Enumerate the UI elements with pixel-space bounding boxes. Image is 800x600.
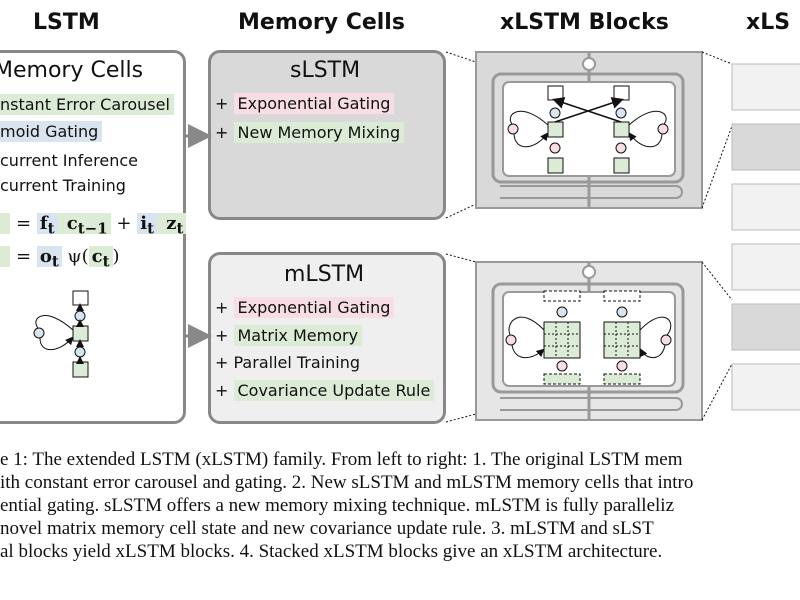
lstm-feature-inference: current Inference — [0, 151, 138, 170]
mlstm-feature-exp-gating: + Exponential Gating — [215, 297, 395, 318]
lstm-box-title: Memory Cells — [0, 58, 144, 83]
header-xlstm-blocks: xLSTM Blocks — [500, 10, 669, 35]
header-memory-cells: Memory Cells — [238, 10, 405, 35]
mlstm-feature-covariance-rule: + Covariance Update Rule — [215, 380, 435, 401]
xlstm-architecture-stack — [701, 51, 800, 421]
caption-line: novel matrix memory cell state and new c… — [0, 518, 654, 539]
diagram-graphics — [33, 51, 800, 423]
lstm-equation-hidden: = ot ψ(ct) — [0, 246, 120, 271]
mlstm-feature-matrix-memory: + Matrix Memory — [215, 325, 363, 346]
slstm-block — [475, 51, 703, 209]
header-xlstm-architecture: xLS — [746, 10, 791, 35]
lstm-cell-diagram — [33, 290, 89, 378]
caption-line: ith constant error carousel and gating. … — [0, 472, 694, 493]
slstm-feature-exp-gating: + Exponential Gating — [215, 93, 395, 114]
lstm-equation-cell-update: = ft ct−1 + it zt — [0, 213, 187, 238]
lstm-feature-cec: nstant Error Carousel — [0, 94, 174, 115]
mlstm-block — [475, 261, 703, 421]
lstm-feature-training: current Training — [0, 176, 126, 195]
caption-line: e 1: The extended LSTM (xLSTM) family. F… — [0, 449, 683, 470]
mlstm-feature-parallel-training: + Parallel Training — [215, 353, 361, 372]
slstm-feature-memory-mixing: + New Memory Mixing — [215, 122, 405, 143]
mlstm-title: mLSTM — [284, 262, 365, 287]
lstm-feature-sigmoid: moid Gating — [0, 121, 103, 142]
caption-line: al blocks yield xLSTM blocks. 4. Stacked… — [0, 541, 663, 562]
slstm-title: sLSTM — [290, 58, 361, 83]
caption-line: ential gating. sLSTM offers a new memory… — [0, 495, 675, 516]
header-lstm: LSTM — [33, 10, 100, 35]
figure-caption: e 1: The extended LSTM (xLSTM) family. F… — [0, 448, 800, 563]
